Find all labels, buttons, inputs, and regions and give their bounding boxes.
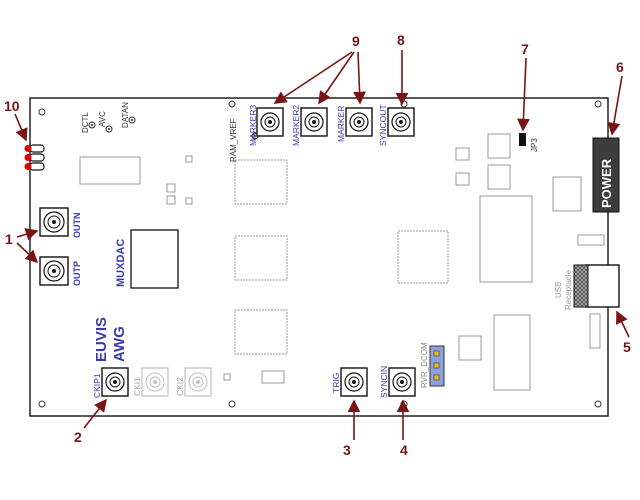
trig-connector: TRIG	[331, 367, 368, 397]
outn-label: OUTN	[72, 213, 82, 239]
usb-label-line2: Receptacle	[564, 269, 573, 310]
marker2-connector: MARKER2	[291, 105, 328, 146]
syncout-label: SYNCOUT	[378, 104, 388, 146]
board-title-line2: AWG	[111, 326, 128, 362]
board-title-line1: EUVIS	[93, 317, 110, 362]
usb-receptacle: USB Receptacle	[554, 264, 620, 310]
outp-connector: OUTP	[39, 256, 82, 286]
testpoint-label-dctl: DCTL	[81, 112, 90, 133]
muxdac-label: MUXDAC	[115, 239, 127, 287]
left-edge-header	[24, 144, 45, 171]
syncin-label: SYNCIN	[379, 366, 389, 398]
ram-vref-label: RAM_VREF	[229, 118, 238, 162]
cki2-connector: CKI2	[175, 367, 212, 397]
component-footprints	[79, 133, 605, 391]
outp-label: OUTP	[72, 261, 82, 286]
rvr-dcom-label: RVR_DCOM	[420, 342, 429, 388]
ckip1-label: CKIP1	[92, 373, 102, 398]
marker3-connector: MARKER3	[248, 105, 284, 146]
callout-numbers: 1 2 3 4 5 6 7 8 9 10	[4, 32, 631, 458]
cki1-label: CKI1	[132, 377, 142, 396]
power-connector: POWER	[592, 137, 620, 213]
testpoint-label-avc: AVC	[98, 111, 107, 127]
outn-connector: OUTN	[39, 207, 82, 239]
callout-1: 1	[5, 231, 13, 247]
power-label: POWER	[599, 158, 614, 208]
callout-9: 9	[352, 33, 360, 49]
callout-arrows	[14, 50, 630, 440]
marker2-label: MARKER2	[291, 105, 301, 146]
cki2-label: CKI2	[175, 377, 185, 396]
callout-6: 6	[616, 59, 624, 75]
callout-4: 4	[400, 442, 408, 458]
callout-8: 8	[397, 32, 405, 48]
marker-connector: MARKER	[336, 106, 373, 142]
callout-10: 10	[4, 98, 20, 114]
jp3-label: JP3	[530, 138, 539, 152]
syncin-connector: SYNCIN	[379, 366, 416, 398]
syncout-connector: SYNCOUT	[378, 104, 415, 146]
marker3-label: MARKER3	[248, 105, 258, 146]
jp3-jumper: JP3	[519, 133, 539, 152]
marker-label: MARKER	[336, 106, 346, 142]
ckip1-connector: CKIP1	[92, 367, 129, 398]
rvr-dcom-header: RVR_DCOM	[420, 342, 445, 388]
board-outline	[29, 97, 609, 417]
test-points: DCTL AVC DATAN	[81, 102, 136, 133]
usb-label-line1: USB	[554, 282, 563, 298]
callout-2: 2	[74, 429, 82, 445]
testpoint-label-datan: DATAN	[121, 102, 130, 128]
callout-5: 5	[623, 339, 631, 355]
cki1-connector: CKI1	[132, 367, 169, 397]
trig-label: TRIG	[331, 373, 341, 393]
board-title: EUVIS AWG	[93, 317, 128, 362]
callout-7: 7	[521, 41, 529, 57]
muxdac-chip: MUXDAC	[115, 229, 179, 289]
callout-3: 3	[343, 442, 351, 458]
